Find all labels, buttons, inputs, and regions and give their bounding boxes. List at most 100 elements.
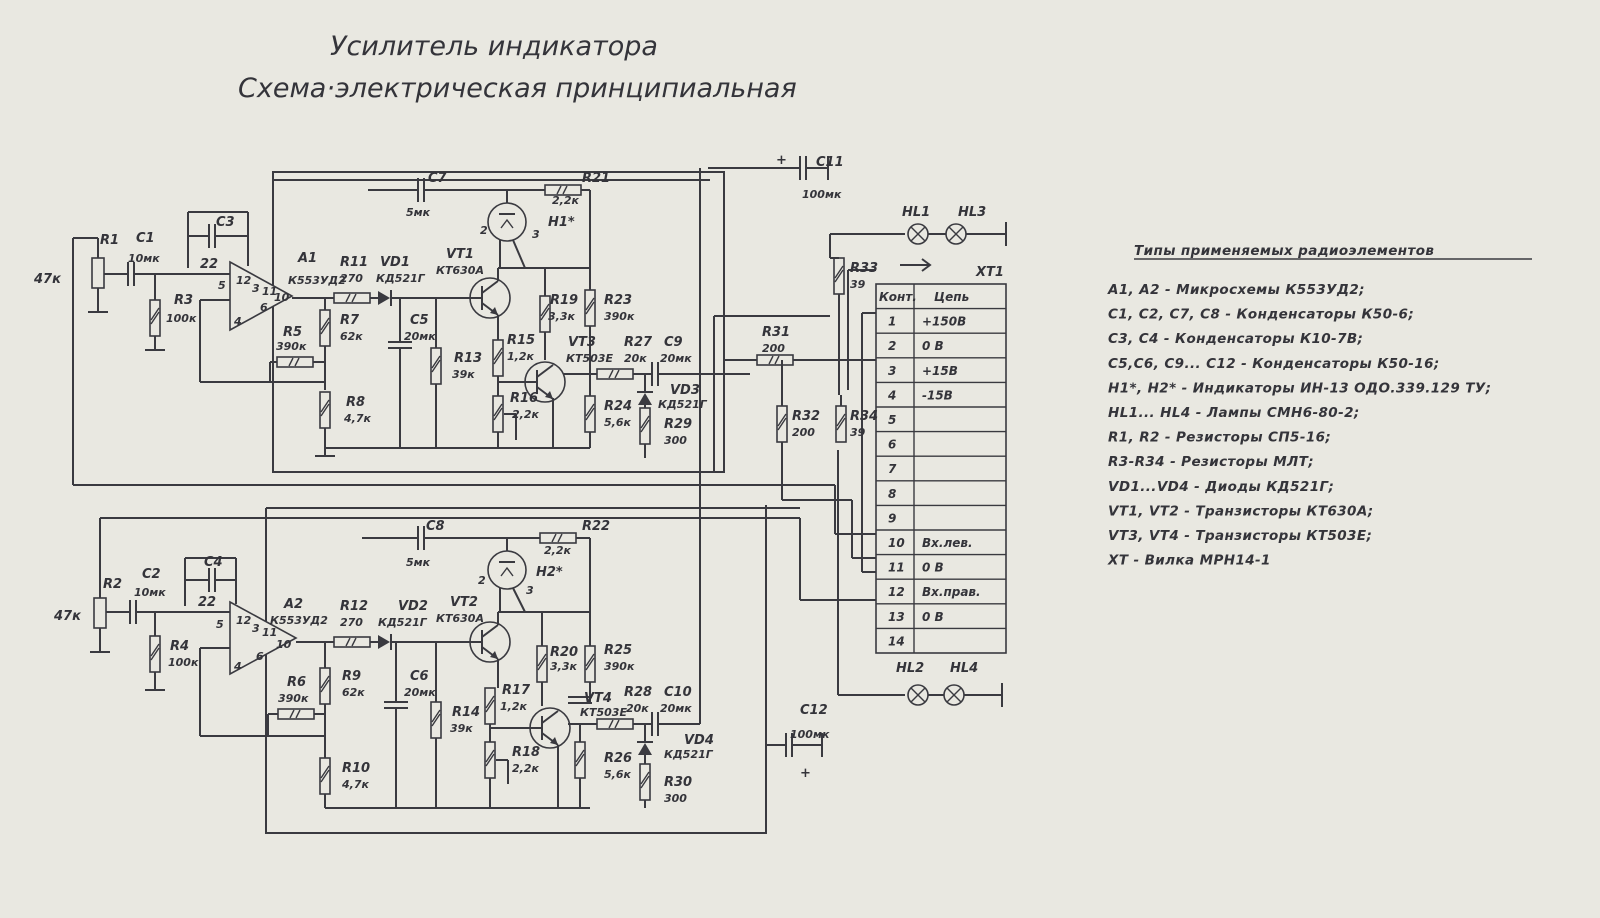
title-line-1: Усилитель индикатора (330, 31, 658, 62)
svg-text:39к: 39к (450, 722, 473, 735)
svg-text:22: 22 (200, 257, 218, 272)
svg-text:62к: 62к (342, 686, 365, 699)
svg-text:R2: R2 (103, 577, 122, 592)
connector-circuit-name: 0 В (922, 610, 944, 624)
legend-line: C1, C2, C7, C8 - Конденсаторы К50-6; (1108, 307, 1414, 323)
svg-text:5,6к: 5,6к (604, 416, 631, 429)
svg-text:1,2к: 1,2к (500, 700, 527, 713)
svg-text:R28: R28 (624, 685, 652, 700)
svg-text:39: 39 (850, 426, 866, 439)
svg-text:R24: R24 (604, 399, 632, 414)
svg-text:VD2: VD2 (398, 599, 428, 614)
svg-text:3: 3 (526, 584, 534, 597)
svg-text:1,2к: 1,2к (507, 350, 534, 363)
svg-text:HL2: HL2 (896, 661, 924, 676)
svg-text:4,7к: 4,7к (343, 412, 371, 425)
svg-text:22: 22 (198, 595, 216, 610)
svg-text:Н1*: Н1* (548, 215, 575, 230)
svg-text:6: 6 (256, 650, 264, 663)
connector-pin-number: 1 (888, 315, 896, 329)
legend-line: XT - Вилка МРН14-1 (1107, 553, 1271, 569)
svg-text:R11: R11 (340, 255, 368, 270)
svg-text:R1: R1 (100, 233, 119, 248)
svg-text:R26: R26 (604, 751, 632, 766)
svg-text:200: 200 (792, 426, 815, 439)
svg-text:39: 39 (850, 278, 866, 291)
svg-text:R31: R31 (762, 325, 790, 340)
connector-header-circuit: Цепь (934, 290, 969, 304)
svg-text:R18: R18 (512, 745, 540, 760)
svg-text:R5: R5 (283, 325, 302, 340)
svg-text:HL4: HL4 (950, 661, 978, 676)
svg-text:4: 4 (233, 660, 242, 673)
svg-text:10мк: 10мк (134, 586, 166, 599)
channel-1-labels: R1 47к C1 10мк C3 22 R3 100к A1 К553УД2 … (33, 171, 708, 447)
svg-text:К553УД2: К553УД2 (288, 274, 346, 287)
legend-line: VT1, VT2 - Транзисторы КТ630А; (1108, 503, 1374, 519)
r2-potentiometer (93, 597, 107, 629)
svg-text:20мк: 20мк (660, 702, 692, 715)
svg-text:К553УД2: К553УД2 (270, 614, 328, 627)
legend-line: R1, R2 - Резисторы СП5-16; (1108, 430, 1331, 446)
svg-text:3,3к: 3,3к (548, 310, 575, 323)
svg-text:2,2к: 2,2к (512, 408, 539, 421)
svg-text:C4: C4 (204, 555, 223, 570)
svg-text:R8: R8 (346, 395, 365, 410)
connector-pin-number: 2 (888, 339, 896, 353)
svg-text:XT1: XT1 (975, 265, 1004, 280)
common-labels: C11 100мк + C12 100мк + R31 200 R32 200 … (762, 153, 1004, 781)
connector-pin-number: 11 (888, 561, 905, 575)
svg-text:VD4: VD4 (684, 733, 714, 748)
svg-text:100к: 100к (166, 312, 197, 325)
svg-text:R21: R21 (582, 171, 610, 186)
common-circuit (776, 155, 1007, 707)
connector-circuit-name: +150В (922, 315, 966, 329)
svg-text:R16: R16 (510, 391, 538, 406)
svg-text:5мк: 5мк (406, 206, 431, 219)
svg-text:C12: C12 (800, 703, 828, 718)
component-legend: Типы применяемых радиоэлементов A1, A2 -… (1107, 243, 1532, 569)
legend-line: C3, C4 - Конденсаторы К10-7В; (1108, 331, 1363, 347)
connector-header-pin: Конт. (879, 290, 917, 304)
legend-line: R3-R34 - Резисторы МЛТ; (1108, 454, 1314, 470)
connector-circuit-name: 0 В (922, 339, 944, 353)
svg-text:R27: R27 (624, 335, 653, 350)
svg-text:2,2к: 2,2к (544, 544, 571, 557)
svg-text:100мк: 100мк (802, 188, 842, 201)
svg-text:C1: C1 (136, 231, 155, 246)
svg-text:R10: R10 (342, 761, 370, 776)
legend-line: VT3, VT4 - Транзисторы КТ503Е; (1108, 528, 1372, 544)
connector-pin-number: 12 (888, 585, 905, 599)
connector-circuit-name: -15В (922, 388, 953, 402)
svg-text:R14: R14 (452, 705, 480, 720)
svg-text:20к: 20к (626, 702, 649, 715)
connector-pin-number: 13 (888, 610, 905, 624)
svg-text:R9: R9 (342, 669, 361, 684)
title-line-2: Схема·электрическая принципиальная (238, 73, 797, 104)
opamp-a2 (229, 600, 298, 676)
svg-text:R7: R7 (340, 313, 360, 328)
svg-text:100мк: 100мк (790, 728, 830, 741)
svg-text:КД521Г: КД521Г (378, 616, 428, 629)
svg-text:6: 6 (260, 301, 268, 314)
svg-text:12: 12 (236, 274, 252, 287)
svg-text:C10: C10 (664, 685, 692, 700)
svg-text:КТ630А: КТ630А (436, 264, 484, 277)
connector-pin-number: 7 (888, 462, 897, 476)
svg-text:10мк: 10мк (128, 252, 160, 265)
svg-text:Н2*: Н2* (536, 565, 563, 580)
svg-text:R15: R15 (507, 333, 535, 348)
r1-potentiometer (91, 257, 105, 289)
svg-text:200: 200 (762, 342, 785, 355)
legend-line: HL1... HL4 - Лампы СМН6-80-2; (1108, 405, 1360, 421)
svg-text:R13: R13 (454, 351, 482, 366)
connector-pin-number: 14 (888, 634, 905, 648)
svg-text:C8: C8 (426, 519, 445, 534)
svg-text:100к: 100к (168, 656, 199, 669)
svg-text:20к: 20к (624, 352, 647, 365)
legend-line: VD1...VD4 - Диоды КД521Г; (1108, 479, 1334, 495)
svg-text:20мк: 20мк (660, 352, 692, 365)
svg-text:HL3: HL3 (958, 205, 986, 220)
svg-text:КД521Г: КД521Г (376, 272, 426, 285)
svg-text:C6: C6 (410, 669, 429, 684)
